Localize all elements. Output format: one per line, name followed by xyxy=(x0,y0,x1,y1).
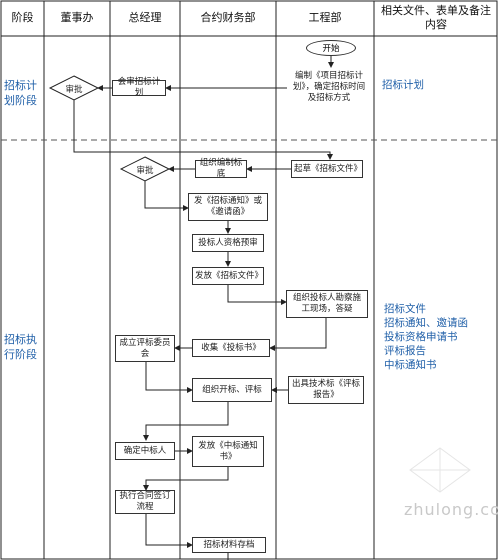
form-committee-node: 成立评标委员会 xyxy=(115,335,175,362)
stage-planning: 招标计划阶段 xyxy=(4,79,37,107)
header-gm: 总经理 xyxy=(128,11,162,24)
note-item: 中标通知书 xyxy=(384,359,437,371)
header-board: 董事办 xyxy=(60,11,94,24)
note-item: 招标计划 xyxy=(382,79,424,91)
collect-bids-node: 收集《投标书》 xyxy=(192,339,270,357)
note-item: 评标报告 xyxy=(384,345,426,357)
execution-notes: 招标文件 招标通知、邀请函 投标资格申请书 评标报告 中标通知书 xyxy=(384,302,468,372)
site-visit-node: 组织投标人勘察施工现场，答疑 xyxy=(286,290,368,318)
approve-node-1: 审批 xyxy=(65,85,83,95)
issue-award-node: 发放《中标通知书》 xyxy=(192,436,264,467)
open-evaluate-node: 组织开标、评标 xyxy=(192,378,272,402)
compile-plan-node: 编制《项目招标计划》，确定招标时间及招标方式 xyxy=(287,68,371,106)
decide-winner-node: 确定中标人 xyxy=(115,442,175,460)
issue-notice-node: 发《招标通知》或《邀请函》 xyxy=(188,193,268,221)
tech-review-node: 出具技术标《评标报告》 xyxy=(288,376,364,404)
note-item: 招标文件 xyxy=(384,303,426,315)
distribute-docs-node: 发放《招标文件》 xyxy=(192,267,264,285)
note-item: 投标资格申请书 xyxy=(384,331,458,343)
archive-node: 招标材料存档 xyxy=(192,537,266,553)
note-item: 招标通知、邀请函 xyxy=(384,317,468,329)
header-stage: 阶段 xyxy=(11,11,34,24)
sign-contract-node: 执行合同签订流程 xyxy=(115,490,175,514)
header-contract-finance: 合约财务部 xyxy=(200,11,256,24)
approve-node-2: 审批 xyxy=(136,166,154,176)
start-node: 开始 xyxy=(306,40,356,56)
organize-bid-node: 组织编制标底 xyxy=(195,158,247,179)
watermark: zhulong.com xyxy=(404,500,498,519)
draft-docs-node: 起草《招标文件》 xyxy=(291,160,363,178)
header-engineering: 工程部 xyxy=(308,11,342,24)
prequalify-node: 投标人资格预审 xyxy=(192,234,264,252)
stage-execution: 招标执行阶段 xyxy=(4,333,37,361)
countersign-plan-node: 会审招标计划 xyxy=(112,77,166,98)
header-notes: 相关文件、表单及备注内容 xyxy=(381,4,491,31)
planning-notes: 招标计划 xyxy=(382,78,424,92)
